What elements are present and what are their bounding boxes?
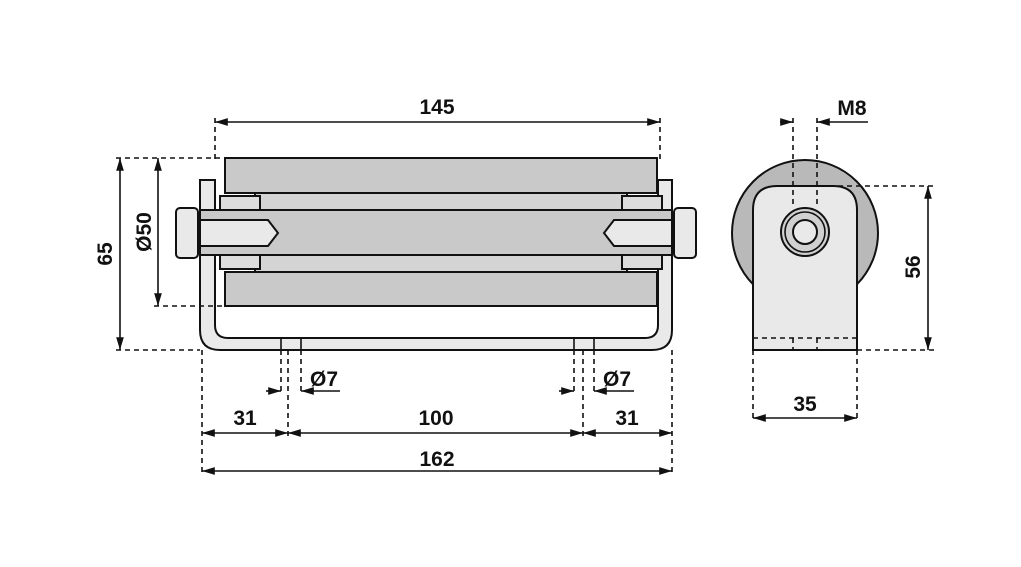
axle-hole (792, 219, 818, 245)
dim-overall-height: 65 (94, 242, 117, 266)
dim-axle-height: 56 (902, 255, 925, 278)
front-dimensions: 145 65 Ø50 Ø7 Ø7 31 100 31 162 (94, 96, 673, 476)
bearing-right-bottom (621, 254, 663, 270)
bearing-left-bottom (219, 254, 261, 270)
dim-bracket-width: 35 (793, 393, 817, 416)
dim-thread: M8 (837, 97, 866, 120)
bolt-right (602, 219, 673, 247)
dim-left-offset: 31 (233, 407, 257, 430)
roller-tube-top (224, 157, 658, 194)
side-dimensions: M8 56 35 (752, 97, 934, 422)
dim-right-offset: 31 (615, 407, 639, 430)
dim-hole-right: Ø7 (603, 368, 631, 391)
bearing-right-top (621, 195, 663, 211)
dim-hole-left: Ø7 (310, 368, 338, 391)
front-view (175, 157, 697, 351)
bolt-head-right (673, 207, 697, 259)
bolt-left (199, 219, 280, 247)
bearing-left-top (219, 195, 261, 211)
dim-roller-diameter: Ø50 (133, 212, 156, 252)
side-view (731, 118, 879, 351)
dim-overall-width: 162 (419, 448, 454, 471)
roller-tube-bottom (224, 271, 658, 307)
bolt-head-left (175, 207, 199, 259)
dim-roller-length: 145 (419, 96, 454, 119)
dim-hole-spacing: 100 (418, 407, 453, 430)
